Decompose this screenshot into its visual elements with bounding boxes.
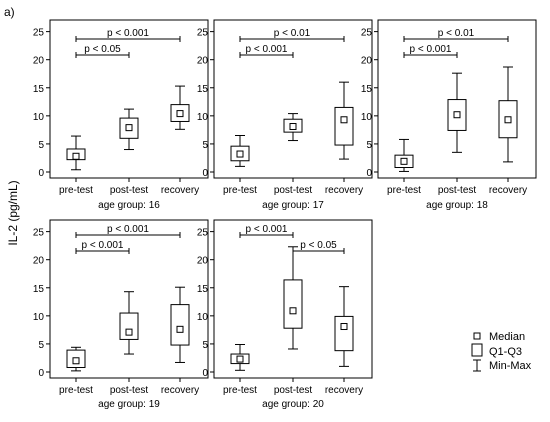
legend-range: Min-Max [473,359,532,372]
box-icon [471,343,483,357]
y-tick-label: 20 [33,256,45,267]
y-tick-label: 0 [38,368,44,379]
panel-title: age group: 19 [98,399,160,410]
x-tick-label: pre-test [387,185,421,196]
p-value-label: p < 0.05 [84,44,121,55]
legend-median-label: Median [489,331,525,343]
box-q1-q3 [283,279,303,329]
p-value-label: p < 0.001 [410,44,452,55]
panel-title: age group: 18 [426,200,488,211]
x-tick-label: recovery [161,385,199,396]
y-tick-label: 15 [197,84,209,95]
median-marker [504,116,512,124]
legend-range-label: Min-Max [489,360,532,372]
y-tick-label: 20 [197,56,209,67]
p-value-label: p < 0.001 [246,224,288,235]
x-tick-label: post-test [274,385,313,396]
p-value-label: p < 0.001 [107,224,149,235]
median-marker [340,116,348,124]
median-marker [125,124,133,132]
y-tick-label: 25 [33,228,45,239]
y-tick-label: 5 [366,140,372,151]
p-value-label: p < 0.001 [107,28,149,39]
chart-panel: 0 5 10 15 20 25 pre-test post-test recovery p < 0… [33,19,209,211]
x-tick-label: pre-test [223,385,257,396]
y-tick-label: 25 [33,28,45,39]
median-marker [289,123,297,131]
chart-panel: 0 5 10 15 20 25 pre-test post-test recovery p < 0… [361,19,537,211]
p-value-label: p < 0.001 [82,240,124,251]
y-tick-label: 15 [361,84,373,95]
p-value-label: p < 0.01 [438,28,475,39]
x-tick-label: pre-test [59,385,93,396]
y-tick-label: 25 [197,28,209,39]
y-tick-label: 10 [197,112,209,123]
median-marker [236,355,244,363]
y-tick-label: 20 [197,256,209,267]
y-tick-label: 5 [202,340,208,351]
p-value-label: p < 0.05 [300,240,337,251]
median-marker [125,328,133,336]
box-q1-q3 [170,304,190,346]
panel-title: age group: 17 [262,200,324,211]
x-tick-label: recovery [325,385,363,396]
median-marker [72,152,80,160]
y-tick-label: 20 [33,56,45,67]
p-value-label: p < 0.01 [274,28,311,39]
x-tick-label: post-test [438,185,477,196]
panel-title: age group: 20 [262,399,324,410]
y-tick-label: 25 [197,228,209,239]
y-tick-label: 15 [197,284,209,295]
y-tick-label: 0 [202,168,208,179]
box-q1-q3 [334,315,354,352]
box-q1-q3 [119,312,139,340]
median-marker [176,325,184,333]
y-tick-label: 10 [33,112,45,123]
chart-panel: 0 5 10 15 20 25 pre-test post-test recovery p < 0… [197,219,373,410]
median-marker [340,323,348,331]
median-marker [289,307,297,315]
x-tick-label: recovery [325,185,363,196]
y-tick-label: 5 [38,340,44,351]
panel-title: age group: 16 [98,200,160,211]
median-marker [400,157,408,165]
panel-label: a) [4,5,15,19]
box-q1-q3 [334,106,354,146]
chart-panel: 0 5 10 15 20 25 pre-test post-test recovery p < 0… [197,19,373,211]
y-tick-label: 0 [38,168,44,179]
legend-iqr: Q1-Q3 [471,343,522,358]
y-tick-label: 15 [33,84,45,95]
p-value-label: p < 0.001 [246,44,288,55]
x-tick-label: pre-test [59,185,93,196]
x-tick-label: pre-test [223,185,257,196]
median-marker [176,110,184,118]
x-tick-label: post-test [110,385,149,396]
median-marker [72,357,80,365]
y-axis-label: IL-2 (pg/mL) [6,180,20,245]
y-tick-label: 10 [197,312,209,323]
x-tick-label: post-test [110,185,149,196]
chart-panel: 0 5 10 15 20 25 pre-test post-test recovery p < 0… [33,219,209,410]
median-marker [453,111,461,119]
y-tick-label: 5 [38,140,44,151]
y-tick-label: 20 [361,56,373,67]
y-tick-label: 0 [202,368,208,379]
x-tick-label: post-test [274,185,313,196]
y-tick-label: 10 [33,312,45,323]
y-tick-label: 15 [33,284,45,295]
median-marker-icon [473,332,481,340]
y-tick-label: 10 [361,112,373,123]
legend-iqr-label: Q1-Q3 [489,346,522,358]
panels: 0 5 10 15 20 25 pre-test post-test recovery p < 0… [33,19,537,410]
y-tick-label: 5 [202,140,208,151]
median-marker [236,150,244,158]
x-tick-label: recovery [489,185,527,196]
x-tick-label: recovery [161,185,199,196]
legend-median: Median [473,331,525,343]
y-tick-label: 0 [366,168,372,179]
legend: Median Q1-Q3 Min-Max [471,331,532,372]
y-tick-label: 25 [361,28,373,39]
